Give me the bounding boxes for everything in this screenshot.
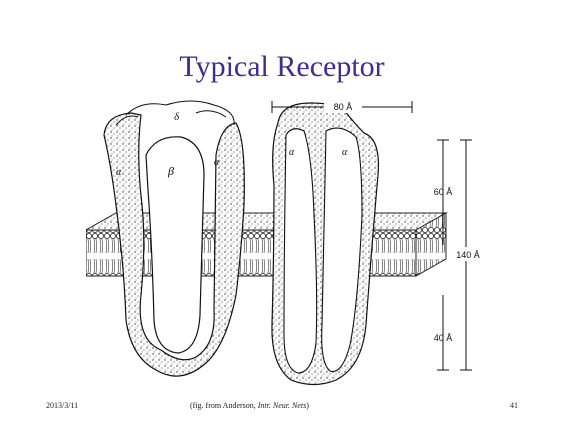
receptor-figure: δ β α α α α 80 Å 60 Å <box>86 95 490 395</box>
label-alpha-left: α <box>116 167 122 178</box>
footer-source-prefix: (fig. from Anderson, <box>190 401 258 410</box>
slide-title: Typical Receptor <box>0 50 564 84</box>
label-section-alpha-left: α <box>289 147 295 158</box>
dim-top-height-label: 60 Å <box>434 187 453 197</box>
footer-date: 2013/3/11 <box>46 401 78 410</box>
receptor-3d-view: δ β α α <box>104 101 244 376</box>
footer-source-italic: Intr. Neur. Nets <box>258 401 306 410</box>
footer-source-suffix: ) <box>306 401 309 410</box>
footer-page-number: 41 <box>510 401 518 410</box>
label-alpha-right: α <box>214 157 220 168</box>
footer-source: (fig. from Anderson, Intr. Neur. Nets) <box>190 401 309 410</box>
dim-width-label: 80 Å <box>334 102 353 112</box>
dim-total-height-label: 140 Å <box>456 250 480 260</box>
label-beta: β <box>167 164 174 178</box>
receptor-section-view: α α <box>272 103 378 385</box>
dim-bottom-height-label: 40 Å <box>434 333 453 343</box>
label-section-alpha-right: α <box>342 147 348 158</box>
label-delta: δ <box>174 111 180 123</box>
